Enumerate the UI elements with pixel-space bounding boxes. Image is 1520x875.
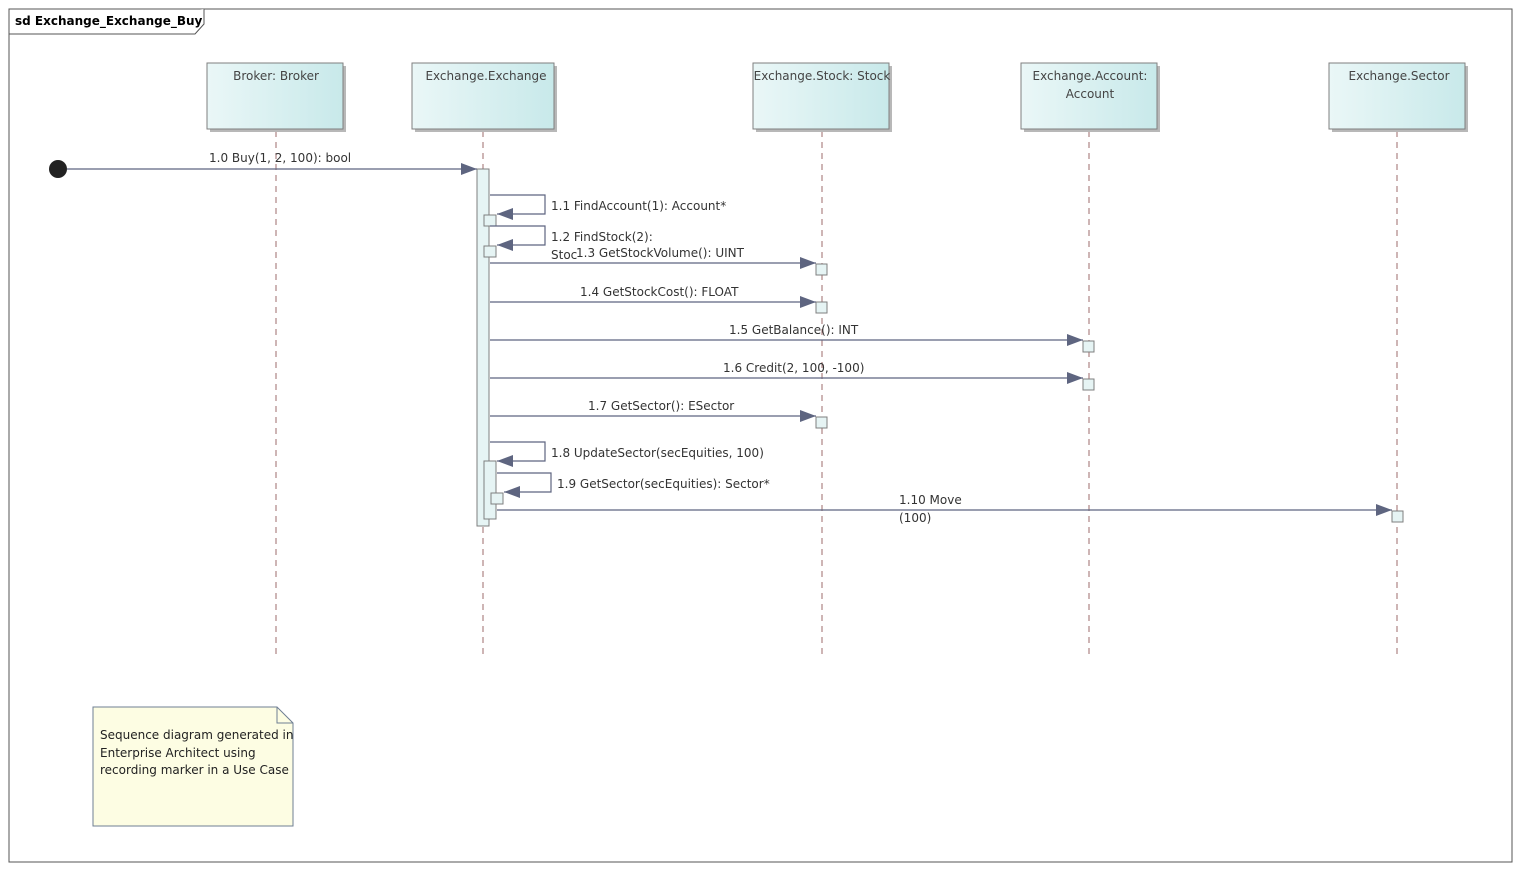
activation-exchange-update-sector <box>483 460 497 520</box>
message-1-10-label-line-1: 1.10 Move <box>899 493 962 507</box>
activation-find-account <box>483 214 497 227</box>
message-1-9-get-sector-ptr[interactable]: 1.9 GetSector(secEquities): Sector* <box>497 472 770 498</box>
diagram-frame: sd Exchange_Exchange_Buy <box>8 8 1513 863</box>
activation-get-balance <box>1082 340 1095 353</box>
message-1-2-label-line-2: Stoc <box>551 248 577 262</box>
note-text-line-3: recording marker in a Use Case <box>100 763 289 777</box>
message-1-2-find-stock[interactable]: 1.2 FindStock(2): Stoc <box>490 225 653 262</box>
message-1-7-label: 1.7 GetSector(): ESector <box>588 399 734 413</box>
lifeline-account[interactable]: Exchange.Account: Account <box>1020 62 1160 655</box>
note-text-line-1: Sequence diagram generated in <box>100 728 293 742</box>
message-1-8-label: 1.8 UpdateSector(secEquities, 100) <box>551 446 764 460</box>
initial-node-icon <box>49 160 67 178</box>
message-1-1-find-account[interactable]: 1.1 FindAccount(1): Account* <box>490 194 726 220</box>
lifeline-sector-label: Exchange.Sector <box>1348 69 1449 83</box>
lifeline-exchange[interactable]: Exchange.Exchange <box>411 62 557 655</box>
activation-get-sector-ptr <box>490 492 504 505</box>
message-1-5-get-balance[interactable]: 1.5 GetBalance(): INT <box>490 323 1083 346</box>
message-1-0-label: 1.0 Buy(1, 2, 100): bool <box>209 151 351 165</box>
message-1-5-label: 1.5 GetBalance(): INT <box>729 323 859 337</box>
lifelines: Broker: Broker Exchange.Exchange Exchang… <box>206 62 1468 655</box>
activation-move <box>1391 510 1404 523</box>
lifeline-account-label-line-2: Account <box>1066 87 1115 101</box>
message-1-6-credit[interactable]: 1.6 Credit(2, 100, -100) <box>490 361 1083 384</box>
activations <box>476 168 1404 527</box>
messages: 1.0 Buy(1, 2, 100): bool 1.1 FindAccount… <box>49 151 1392 525</box>
lifeline-broker[interactable]: Broker: Broker <box>206 62 346 655</box>
lifeline-exchange-label: Exchange.Exchange <box>425 69 546 83</box>
message-1-0-buy[interactable]: 1.0 Buy(1, 2, 100): bool <box>49 151 477 178</box>
activation-get-sector <box>815 416 828 429</box>
activation-credit <box>1082 378 1095 391</box>
activation-find-stock <box>483 245 497 258</box>
message-1-4-label: 1.4 GetStockCost(): FLOAT <box>580 285 739 299</box>
message-1-9-label: 1.9 GetSector(secEquities): Sector* <box>557 477 770 491</box>
message-1-4-get-stock-cost[interactable]: 1.4 GetStockCost(): FLOAT <box>490 285 816 308</box>
message-1-2-label-line-1: 1.2 FindStock(2): <box>551 230 653 244</box>
message-1-10-label-line-2: (100) <box>899 511 931 525</box>
message-1-3-label: 1.3 GetStockVolume(): UINT <box>576 246 745 260</box>
lifeline-broker-label: Broker: Broker <box>233 69 319 83</box>
activation-get-stock-cost <box>815 301 828 314</box>
message-1-3-get-stock-volume[interactable]: 1.3 GetStockVolume(): UINT <box>490 246 816 269</box>
lifeline-account-label-line-1: Exchange.Account: <box>1033 69 1148 83</box>
message-1-7-get-sector[interactable]: 1.7 GetSector(): ESector <box>490 399 816 422</box>
frame-title: sd Exchange_Exchange_Buy <box>15 14 203 29</box>
message-1-8-update-sector[interactable]: 1.8 UpdateSector(secEquities, 100) <box>490 441 764 467</box>
lifeline-sector[interactable]: Exchange.Sector <box>1328 62 1468 655</box>
message-1-1-label: 1.1 FindAccount(1): Account* <box>551 199 726 213</box>
note[interactable]: Sequence diagram generated in Enterprise… <box>92 706 294 827</box>
note-text-line-2: Enterprise Architect using <box>100 746 256 760</box>
message-1-6-label: 1.6 Credit(2, 100, -100) <box>723 361 864 375</box>
lifeline-stock[interactable]: Exchange.Stock: Stock <box>752 62 892 655</box>
lifeline-stock-label: Exchange.Stock: Stock <box>754 69 891 83</box>
activation-exchange-main <box>476 168 490 527</box>
message-1-10-move[interactable]: 1.10 Move (100) <box>497 493 1392 525</box>
activation-get-stock-volume <box>815 263 828 276</box>
